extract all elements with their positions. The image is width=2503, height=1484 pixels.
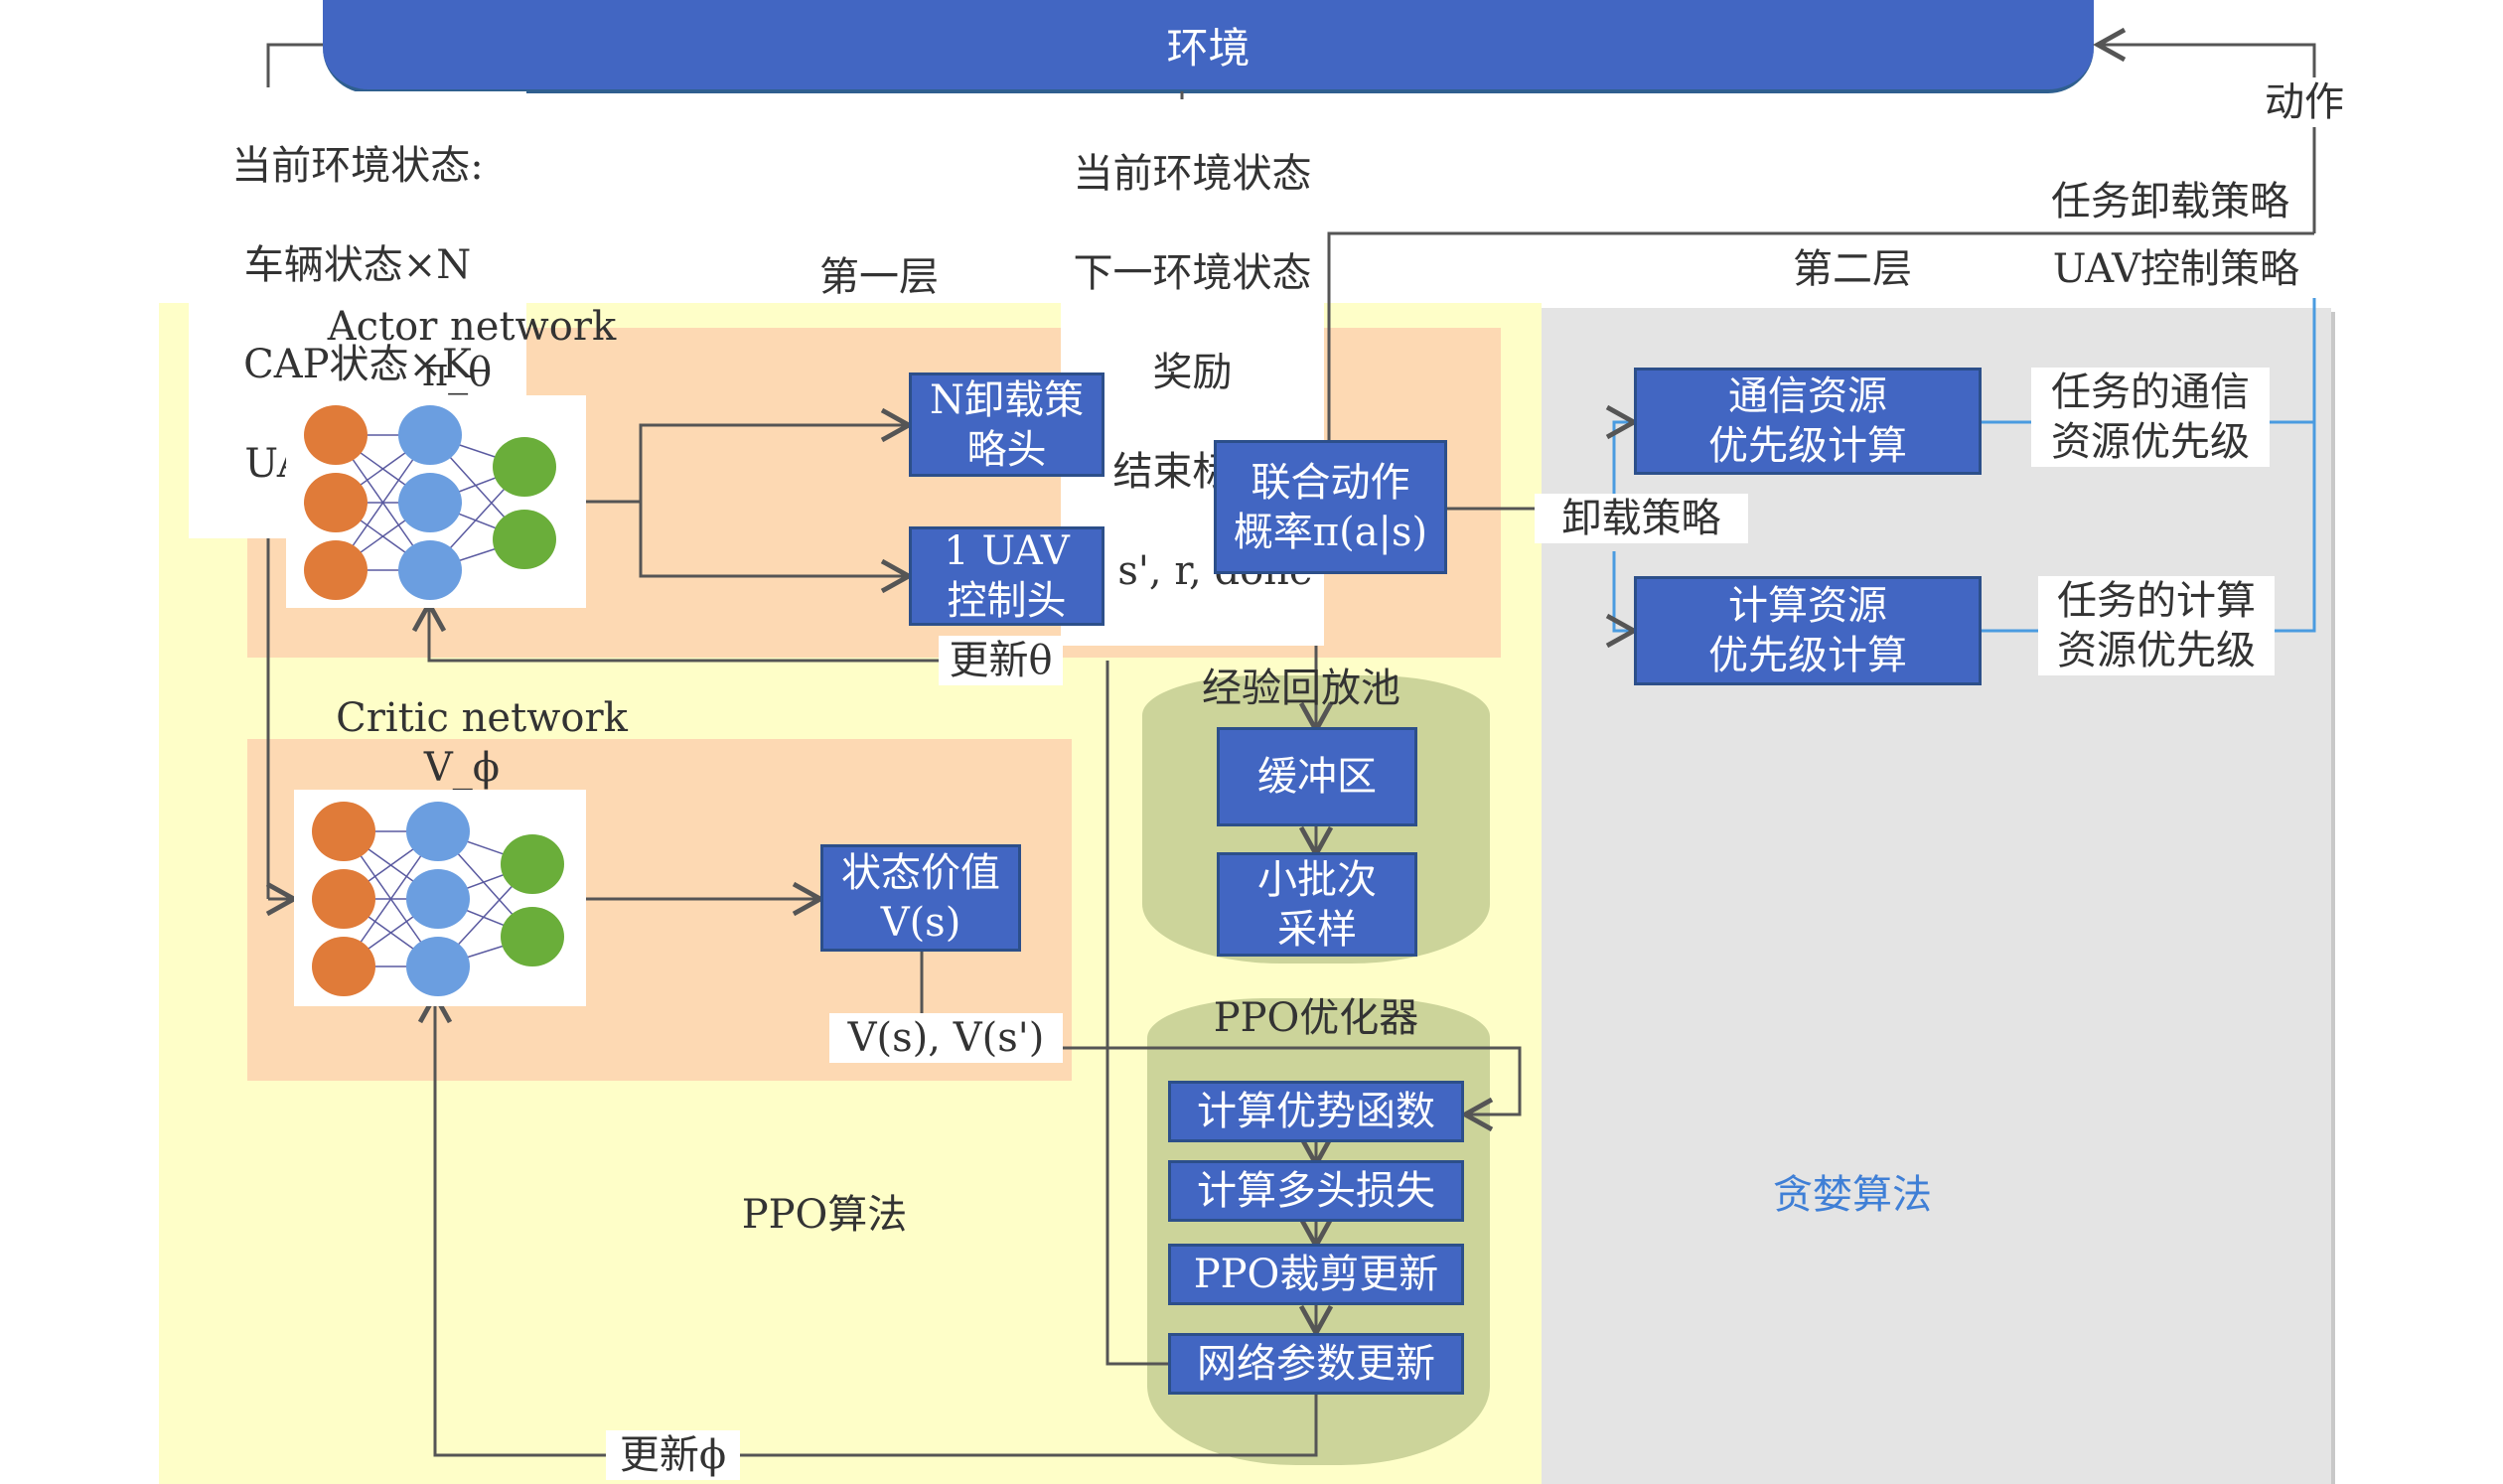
action-label: 动作 xyxy=(2255,77,2354,127)
actor-network-diagram xyxy=(286,395,586,608)
hidden-node xyxy=(406,937,470,996)
second-layer-label: 第二层 xyxy=(1793,246,1912,292)
environment-bar: 环境 xyxy=(323,0,2094,93)
buffer-box: 缓冲区 xyxy=(1217,727,1417,826)
output-node xyxy=(493,510,556,569)
output-node xyxy=(501,834,564,894)
output-node xyxy=(493,437,556,497)
hidden-node xyxy=(406,802,470,861)
update-phi-label: 更新ϕ xyxy=(606,1430,740,1480)
values-label: V(s), V(s') xyxy=(829,1013,1063,1063)
environment-label: 环境 xyxy=(1166,23,1251,73)
actor-title: Actor network xyxy=(327,304,617,350)
replay-title: 经验回放池 xyxy=(1202,666,1400,711)
greedy-region xyxy=(1542,308,2331,1484)
hidden-node xyxy=(406,869,470,929)
comm-priority-output: 任务的通信 资源优先级 xyxy=(2031,368,2270,467)
transition-line: 奖励 xyxy=(1152,350,1233,395)
input-node xyxy=(312,802,375,861)
param-update-step-box: 网络参数更新 xyxy=(1168,1333,1464,1395)
input-node xyxy=(312,937,375,996)
transition-line: 当前环境状态 xyxy=(1073,151,1312,197)
advantage-step-box: 计算优势函数 xyxy=(1168,1081,1464,1142)
input-node xyxy=(304,540,368,600)
update-theta-label: 更新θ xyxy=(939,636,1063,685)
joint-action-box: 联合动作 概率π(a|s) xyxy=(1214,440,1447,574)
minibatch-box: 小批次 采样 xyxy=(1217,852,1417,957)
uav-policy-output: UAV控制策略 xyxy=(2011,244,2299,294)
input-node xyxy=(304,473,368,532)
neural-net-icon xyxy=(312,802,564,996)
critic-title: Critic network xyxy=(336,695,628,741)
hidden-node xyxy=(398,540,462,600)
output-node xyxy=(501,907,564,966)
state-line: 当前环境状态: xyxy=(231,143,484,189)
clip-update-step-box: PPO裁剪更新 xyxy=(1168,1244,1464,1305)
greedy-region-label: 贪婪算法 xyxy=(1773,1172,1932,1218)
comp-priority-box: 计算资源 优先级计算 xyxy=(1634,576,1982,685)
offload-head-box: N卸载策 略头 xyxy=(909,372,1104,477)
offload-policy-output: 任务卸载策略 xyxy=(2011,177,2289,226)
first-layer-label: 第一层 xyxy=(819,254,939,300)
state-line: 车辆状态×N xyxy=(243,242,472,288)
input-node xyxy=(304,405,368,465)
state-value-box: 状态价值 V(s) xyxy=(820,844,1021,952)
critic-network-diagram xyxy=(294,790,586,1006)
input-node xyxy=(312,869,375,929)
wire-env-state xyxy=(266,43,323,87)
hidden-node xyxy=(398,405,462,465)
uav-head-box: 1 UAV 控制头 xyxy=(909,526,1104,626)
optimizer-title: PPO优化器 xyxy=(1213,995,1419,1041)
comp-priority-output: 任务的计算 资源优先级 xyxy=(2038,576,2275,675)
optimizer-region xyxy=(1147,998,1490,1465)
offload-strategy-label: 卸载策略 xyxy=(1535,494,1748,543)
state-line: CAP状态×K xyxy=(243,342,472,387)
transition-line: 下一环境状态 xyxy=(1073,250,1312,296)
comm-priority-box: 通信资源 优先级计算 xyxy=(1634,368,1982,475)
critic-symbol: V_ϕ xyxy=(423,745,501,791)
ppo-region-label: PPO算法 xyxy=(741,1192,908,1238)
actor-symbol: π_θ xyxy=(421,350,493,395)
loss-step-box: 计算多头损失 xyxy=(1168,1160,1464,1222)
hidden-node xyxy=(398,473,462,532)
neural-net-icon xyxy=(304,405,556,600)
